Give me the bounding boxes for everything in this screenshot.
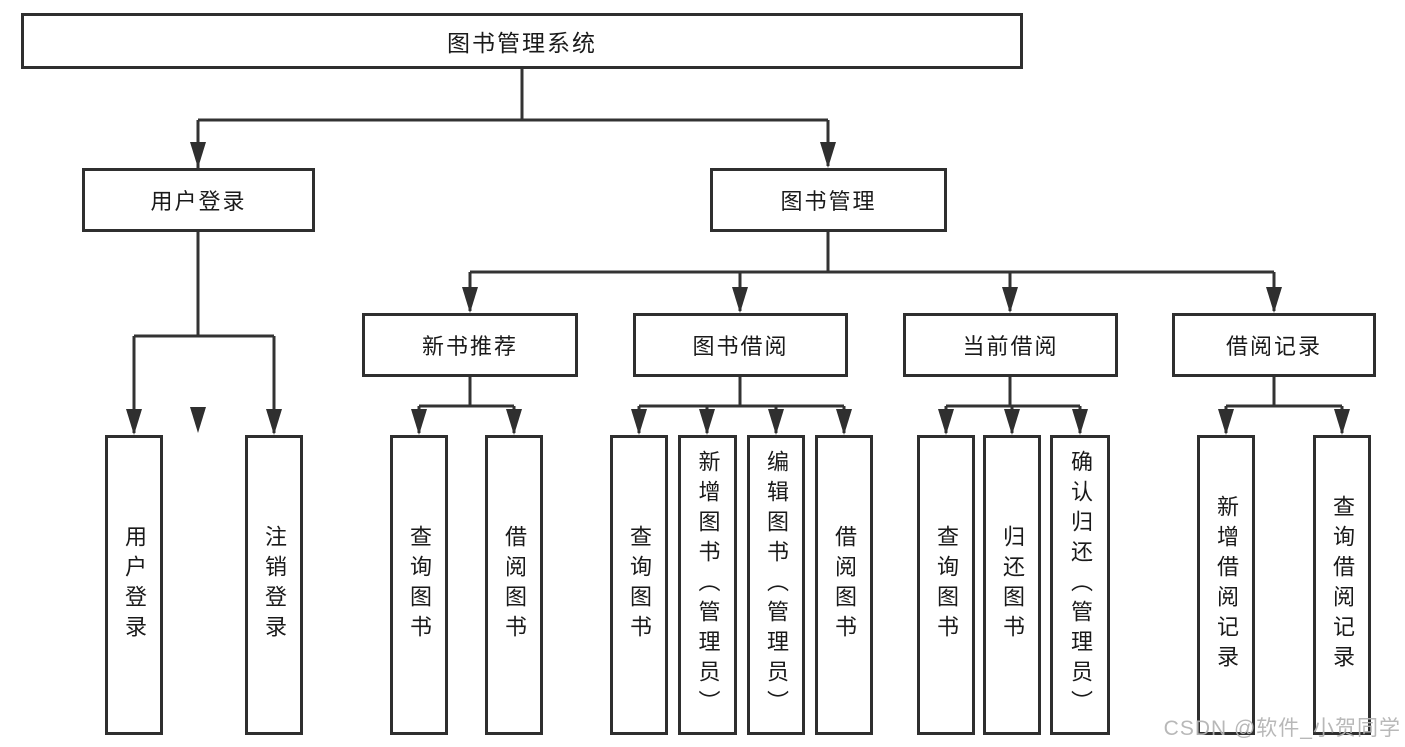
leaf-borrow-books-recommend: 借阅图书 — [485, 435, 543, 735]
leaf-borrow-books-label: 借阅图书 — [832, 525, 857, 645]
leaf-borrow-books-recommend-label: 借阅图书 — [502, 525, 527, 645]
node-root: 图书管理系统 — [21, 13, 1023, 69]
leaf-borrow-books: 借阅图书 — [815, 435, 873, 735]
leaf-logout: 注销登录 — [245, 435, 303, 735]
leaf-query-books-recommend: 查询图书 — [390, 435, 448, 735]
leaf-confirm-return-admin: 确认归还（管理员） — [1050, 435, 1110, 735]
node-user-login-branch: 用户登录 — [82, 168, 315, 232]
csdn-watermark: CSDN @软件_小贺同学 — [1163, 717, 1401, 740]
leaf-edit-books-admin: 编辑图书（管理员） — [747, 435, 805, 735]
leaf-edit-books-admin-label: 编辑图书（管理员） — [764, 450, 789, 720]
leaf-query-borrow-record: 查询借阅记录 — [1313, 435, 1371, 735]
leaf-add-books-admin-label: 新增图书（管理员） — [695, 450, 721, 720]
leaf-query-books-current-label: 查询图书 — [934, 525, 959, 645]
leaf-add-books-admin: 新增图书（管理员） — [678, 435, 737, 735]
leaf-user-login: 用户登录 — [105, 435, 163, 735]
node-root-label: 图书管理系统 — [447, 30, 597, 56]
node-new-book-recommend-label: 新书推荐 — [421, 334, 518, 359]
node-current-borrowing-label: 当前借阅 — [962, 334, 1059, 359]
leaf-return-books: 归还图书 — [983, 435, 1041, 735]
leaf-query-books-borrowing-label: 查询图书 — [627, 525, 652, 645]
leaf-query-books-borrowing: 查询图书 — [610, 435, 668, 735]
node-current-borrowing: 当前借阅 — [903, 313, 1118, 377]
node-book-management: 图书管理 — [710, 168, 947, 232]
leaf-add-borrow-record-label: 新增借阅记录 — [1214, 495, 1239, 675]
node-book-borrowing-label: 图书借阅 — [692, 334, 789, 359]
leaf-return-books-label: 归还图书 — [1000, 525, 1025, 645]
leaf-confirm-return-admin-label: 确认归还（管理员） — [1068, 450, 1093, 720]
node-new-book-recommend: 新书推荐 — [362, 313, 578, 377]
leaf-logout-label: 注销登录 — [262, 525, 287, 645]
node-borrowing-records: 借阅记录 — [1172, 313, 1376, 377]
node-book-borrowing: 图书借阅 — [633, 313, 848, 377]
leaf-query-books-current: 查询图书 — [917, 435, 975, 735]
leaf-query-borrow-record-label: 查询借阅记录 — [1330, 495, 1355, 675]
leaf-query-books-recommend-label: 查询图书 — [407, 525, 432, 645]
node-book-management-label: 图书管理 — [780, 189, 877, 214]
leaf-user-login-label: 用户登录 — [122, 525, 147, 645]
node-borrowing-records-label: 借阅记录 — [1225, 334, 1322, 359]
node-user-login-branch-label: 用户登录 — [150, 189, 247, 214]
leaf-add-borrow-record: 新增借阅记录 — [1197, 435, 1255, 735]
